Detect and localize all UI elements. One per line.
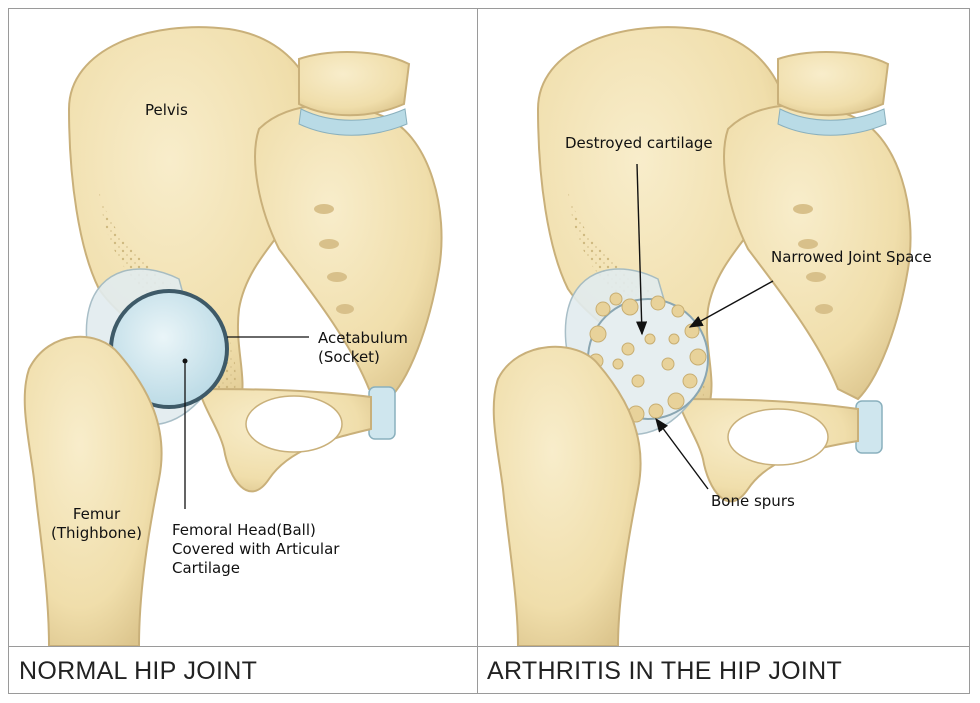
sacral-foramina [314, 204, 354, 314]
obturator-foramen [727, 408, 829, 466]
obturator-foramen [245, 395, 343, 453]
arthritic-hip-illustration [478, 9, 969, 646]
label-femur: Femur (Thighbone) [51, 505, 142, 543]
panel-divider-vertical [477, 8, 478, 694]
label-pelvis: Pelvis [145, 101, 188, 119]
caption-divider [8, 646, 970, 647]
vertebra [298, 51, 411, 117]
femur-bone [23, 335, 163, 646]
label-bone-spurs: Bone spurs [711, 492, 795, 510]
label-destroyed-cartilage: Destroyed cartilage [565, 134, 713, 152]
figure-frame [8, 8, 970, 694]
caption-normal-hip: NORMAL HIP JOINT [19, 657, 258, 685]
label-femur-line2: (Thighbone) [51, 524, 143, 542]
label-femoral-head-line3: Cartilage [172, 559, 240, 577]
sacral-foramina [793, 204, 833, 314]
annotation-arrows [636, 163, 774, 490]
pubic-symphysis [368, 386, 396, 440]
intervertebral-disc [777, 108, 887, 136]
label-femoral-head-line1: Femoral Head(Ball) [172, 521, 316, 539]
caption-arthritis-hip: ARTHRITIS IN THE HIP JOINT [487, 657, 843, 685]
label-narrowed-joint-space: Narrowed Joint Space [771, 248, 932, 266]
bone-spur-nodules [588, 292, 707, 423]
vertebra [777, 51, 890, 117]
normal-hip-illustration [9, 9, 477, 646]
intervertebral-disc [298, 108, 408, 136]
label-acetabulum-line1: Acetabulum [318, 329, 408, 347]
pubic-symphysis [855, 400, 883, 454]
label-femoral-head: Femoral Head(Ball) Covered with Articula… [172, 521, 339, 578]
leader-lines [184, 336, 309, 509]
label-acetabulum: Acetabulum (Socket) [318, 329, 408, 367]
label-acetabulum-line2: (Socket) [318, 348, 380, 366]
femur-bone [492, 345, 642, 646]
label-femur-line1: Femur [72, 505, 121, 523]
label-femoral-head-line2: Covered with Articular [172, 540, 340, 558]
